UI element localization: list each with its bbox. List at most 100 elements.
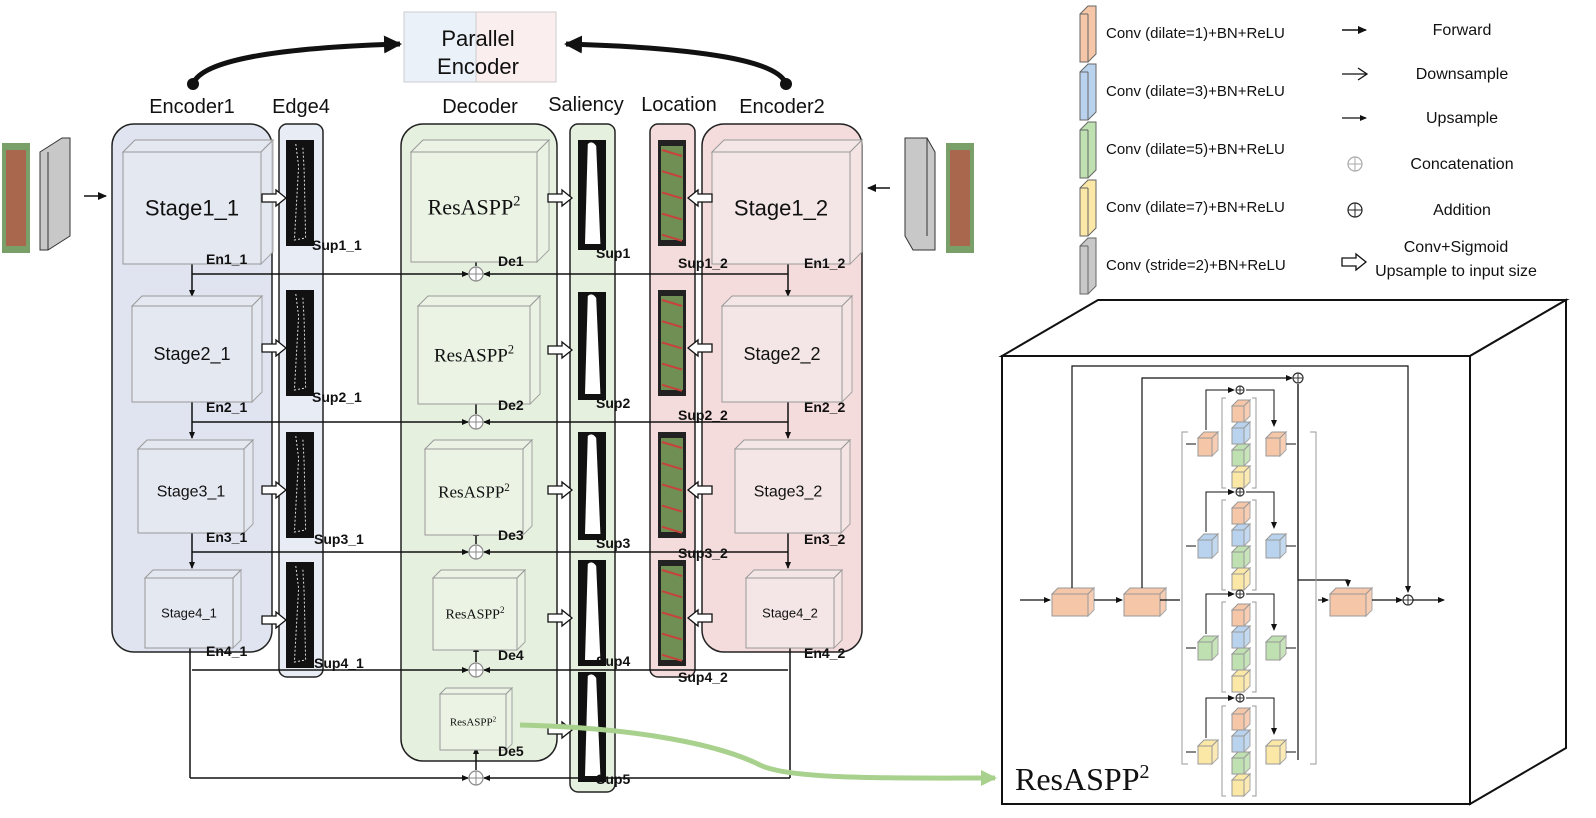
encoder2-stage-label: Stage1_2 [734, 195, 828, 220]
inset-stack-bracket [1252, 705, 1257, 797]
inset-stack-bracket [1221, 499, 1226, 591]
edge-supervision-arrow [261, 610, 288, 630]
location-sup-label: Sup1_2 [678, 255, 728, 271]
resaspp-zoom-link [519, 722, 997, 787]
encoder1-output-label: En3_1 [206, 529, 247, 545]
inset-branch-add [1235, 589, 1245, 599]
saliency-sup-label: Sup1 [596, 245, 630, 261]
saliency-title: Saliency [548, 94, 624, 116]
edge-map-1 [286, 140, 314, 246]
hollow-arrow-icon [1341, 252, 1368, 272]
edge-supervision-arrow [261, 338, 288, 358]
saliency-map-4 [578, 560, 606, 666]
decoder-block-5 [438, 686, 514, 752]
inset-branch-add [1235, 385, 1245, 395]
legend-op-label: Conv+Sigmoid [1404, 239, 1509, 256]
legend-block-3 [1079, 121, 1097, 179]
inset-stack-conv [1230, 750, 1252, 776]
inset-branch-3-conv-out [1264, 634, 1288, 662]
inset-stack-conv [1230, 646, 1252, 672]
inset-to-out [1297, 384, 1351, 587]
circle-plus-icon [1347, 202, 1363, 218]
legend-block-label: Conv (dilate=3)+BN+ReLU [1106, 83, 1285, 100]
legend-block-label: Conv (dilate=1)+BN+ReLU [1106, 25, 1285, 42]
edge-supervision-arrow [261, 480, 288, 500]
decoder-block-label: ResASPP2 [450, 715, 497, 728]
encoder2-stage-4 [744, 568, 844, 650]
encoder2-stage-label: Stage3_2 [754, 483, 823, 500]
encoder2-output-label: En4_2 [804, 645, 845, 661]
inset-stack-conv [1230, 668, 1252, 694]
edge-map-3 [286, 432, 314, 538]
location-map-2 [658, 290, 686, 396]
inset-branch-add [1235, 693, 1245, 703]
saliency-map-1 [578, 140, 606, 250]
inset-branch-skip [1205, 695, 1235, 738]
edge-map-4 [286, 562, 314, 668]
saliency-sup-label: Sup3 [596, 535, 630, 551]
decoder-block-label: ResASPP2 [428, 194, 521, 220]
concat-node-3 [468, 544, 484, 560]
encoder1-stage-label: Stage4_1 [161, 605, 217, 620]
saliency-supervision-arrow [547, 480, 574, 500]
saliency-supervision-arrow [547, 340, 574, 360]
location-panel [649, 123, 696, 678]
encoder2-output-label: En3_2 [804, 531, 845, 547]
inset-stack-bracket [1252, 397, 1257, 489]
inset-stack-conv [1230, 624, 1252, 650]
encoder2-stage-label: Stage4_2 [762, 605, 818, 620]
decoder-block-label: ResASPP2 [438, 482, 510, 502]
circle-plus-light-icon [1347, 156, 1363, 172]
inset-title: ResASPP2 [1015, 761, 1150, 797]
saliency-sup-label: Sup5 [596, 771, 630, 787]
inset-conv-1 [1050, 586, 1096, 618]
inset-branch-4-conv-out [1264, 738, 1288, 766]
inset-branch-1-conv-in [1196, 430, 1220, 458]
inset-stack-conv [1230, 500, 1252, 526]
decoder-output-label: De2 [498, 397, 524, 413]
decoder-output-label: De1 [498, 253, 524, 269]
parallel-encoder-line2: Encoder [437, 54, 519, 79]
arrow-open-icon [1342, 67, 1369, 81]
inset-stack-conv [1230, 420, 1252, 446]
legend-block-label: Conv (dilate=7)+BN+ReLU [1106, 199, 1285, 216]
location-sup-label: Sup3_2 [678, 545, 728, 561]
inset-conv-out [1328, 586, 1374, 618]
decoder-block-4 [431, 568, 527, 652]
inset-left-bracket [1181, 431, 1188, 765]
conv-sigmoid-arrow [1341, 252, 1368, 272]
parallel-encoder-line1: Parallel [441, 26, 514, 51]
inset-stack-bracket [1221, 601, 1226, 693]
edge-panel [278, 123, 324, 678]
edge-supervision-arrow [261, 188, 288, 208]
encoder1-output-label: En1_1 [206, 251, 247, 267]
location-sup-label: Sup2_2 [678, 407, 728, 423]
location-map-3 [658, 432, 686, 538]
encoder1-stage-label: Stage1_1 [145, 195, 239, 220]
encoder2-title: Encoder2 [739, 96, 825, 118]
edge-title: Edge4 [272, 96, 330, 118]
inset-branch-skip [1205, 591, 1235, 634]
edge-sup-label: Sup4_1 [314, 655, 364, 671]
legend-block-5 [1079, 237, 1097, 295]
location-map-4 [658, 560, 686, 666]
saliency-supervision-arrow [547, 188, 574, 208]
decoder-output-label: De3 [498, 527, 524, 543]
inset-stack-conv [1230, 706, 1252, 732]
encoder1-stage-2 [130, 294, 264, 404]
inset-residual-outer [1071, 365, 1411, 593]
encoder2-output-label: En2_2 [804, 399, 845, 415]
legend-op-label: Upsample [1426, 110, 1498, 127]
decoder-block-1 [409, 138, 551, 264]
legend-block-4 [1079, 179, 1097, 237]
inset-branch-4-conv-in [1196, 738, 1220, 766]
decoder-block-label: ResASPP2 [445, 605, 504, 623]
location-supervision-arrow [686, 480, 713, 500]
inset-branch-2-conv-in [1196, 532, 1220, 560]
encoder2-stage-1 [710, 138, 864, 266]
location-sup-label: Sup4_2 [678, 669, 728, 685]
inset-stack-conv [1230, 728, 1252, 754]
decoder-block-2 [416, 294, 542, 406]
inset-stack-conv [1230, 602, 1252, 628]
add-symbol [1347, 202, 1363, 218]
